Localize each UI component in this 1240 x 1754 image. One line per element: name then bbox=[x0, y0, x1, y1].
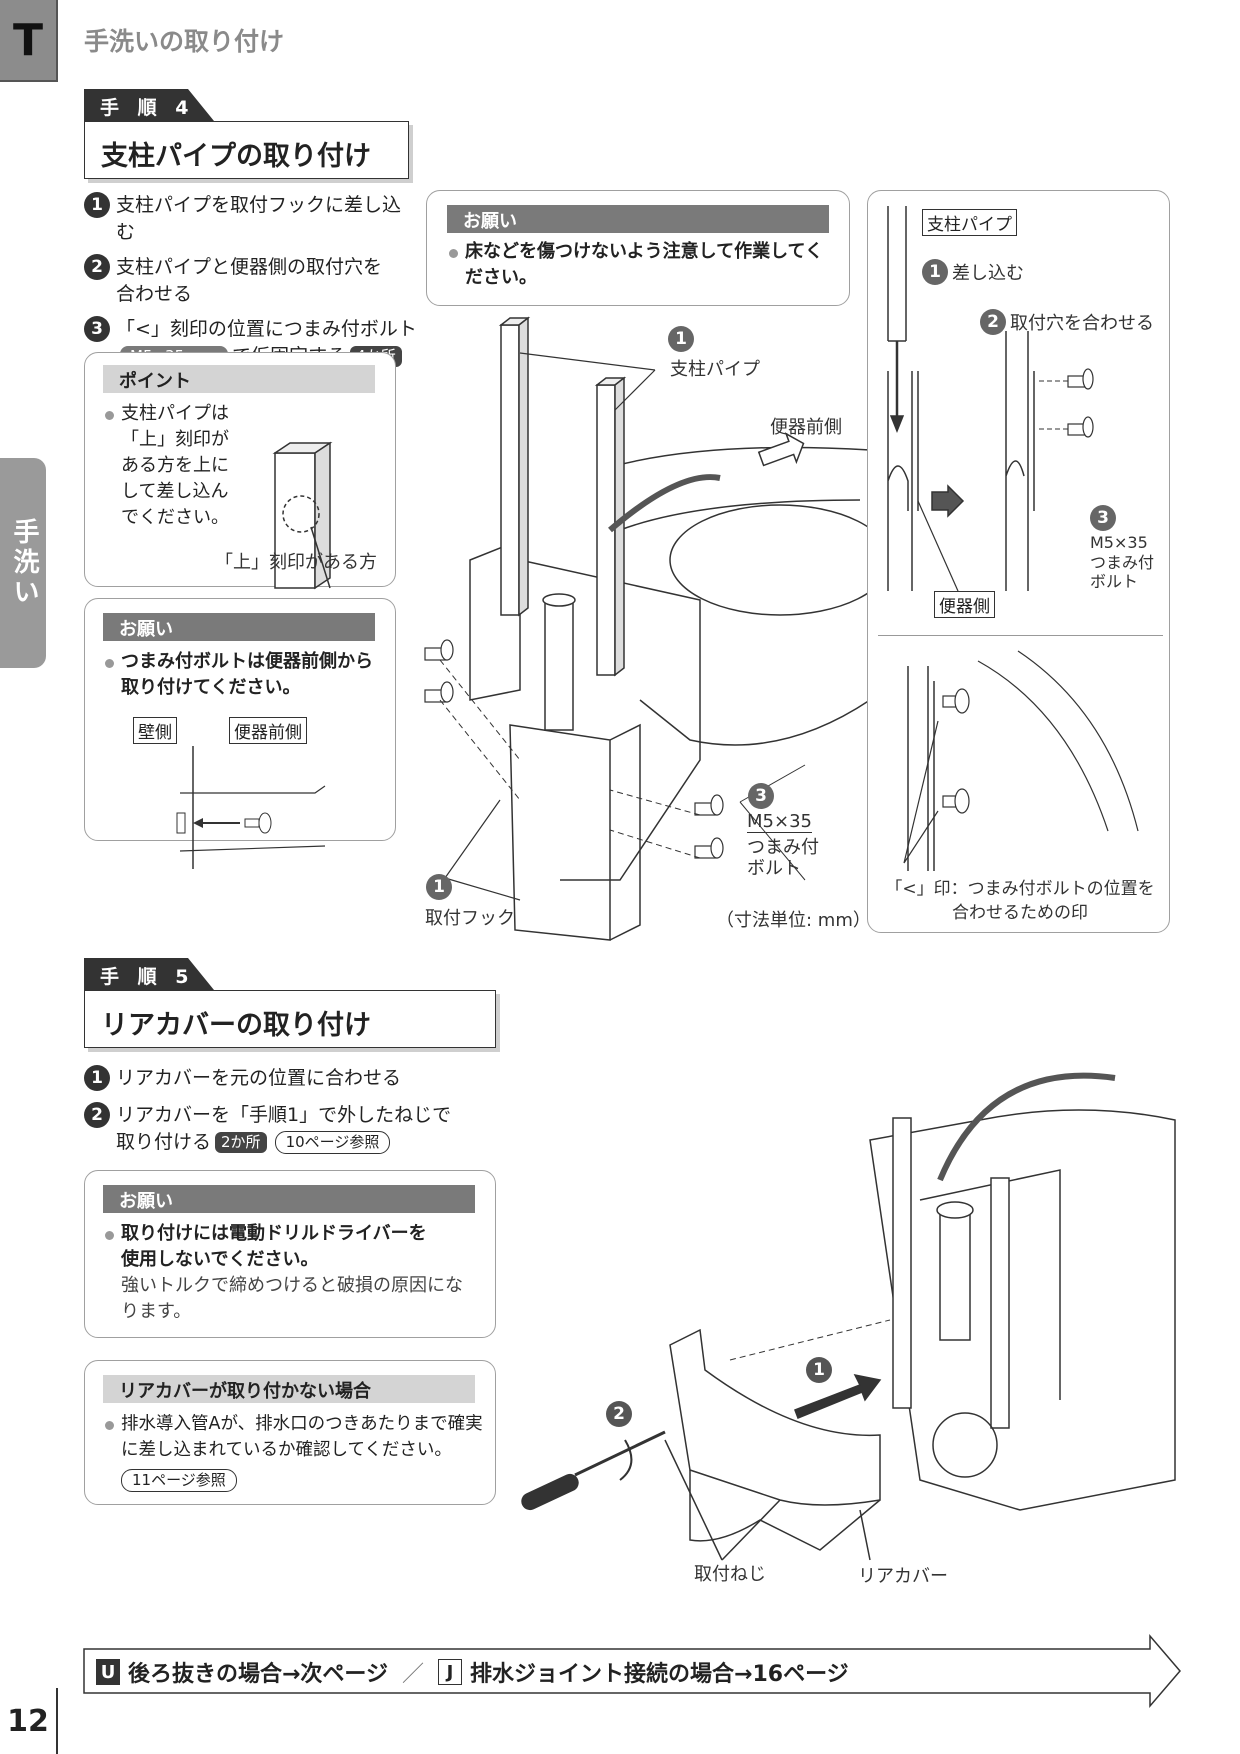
trouble-heading: リアカバーが取り付かない場合 bbox=[103, 1375, 475, 1403]
instruction-text: 取り付ける bbox=[116, 1131, 212, 1153]
callout-number: 2 bbox=[980, 309, 1006, 335]
mark-callout: 「上」刻印がある方 bbox=[215, 552, 377, 573]
hook-label: 取付フック bbox=[425, 908, 515, 929]
pipe-label: 支柱パイプ bbox=[670, 359, 760, 380]
instruction-text: 支柱パイプを取付フックに差し込む bbox=[116, 194, 402, 243]
callout-number: 3 bbox=[748, 783, 774, 809]
badge-j: J bbox=[438, 1659, 463, 1685]
request-heading: お願い bbox=[103, 613, 375, 641]
step5-tag: 手 順 5 bbox=[84, 958, 214, 990]
page-title: 手洗いの取り付け bbox=[84, 27, 285, 56]
callout-number: 3 bbox=[1090, 505, 1116, 531]
pipe-label: 支柱パイプ bbox=[922, 209, 1017, 236]
point-heading: ポイント bbox=[103, 365, 375, 393]
trouble-box: リアカバーが取り付かない場合 排水導入管Aが、排水口のつきあたりまで確実に差し込… bbox=[84, 1360, 496, 1505]
separator: ／ bbox=[402, 1662, 425, 1687]
request-heading: お願い bbox=[103, 1185, 475, 1213]
bolt-label: つまみ付ボルト bbox=[747, 837, 819, 879]
request-heading: お願い bbox=[447, 205, 829, 233]
point-text: 支柱パイプは「上」刻印がある方を上にして差し込んでください。 bbox=[103, 401, 243, 531]
instruction-text: 支柱パイプと便器側の取付穴を合わせる bbox=[116, 256, 383, 305]
insert-label: 差し込む bbox=[952, 263, 1024, 284]
request-subtext: 強いトルクで締めつけると破損の原因になります。 bbox=[121, 1275, 463, 1322]
detail-figure-box: 支柱パイプ 1 差し込む 2 取付穴を合わせる 3 M5×35 つまみ付ボルト … bbox=[867, 190, 1170, 933]
callout-number: 1 bbox=[668, 326, 694, 352]
request-text: 取り付けには電動ドリルドライバーを使用しないでください。 bbox=[103, 1221, 433, 1273]
mark-note: 「<」印：つまみ付ボルトの位置を合わせるための印 bbox=[885, 879, 1155, 923]
link-drain-joint[interactable]: 排水ジョイント接続の場合→16ページ bbox=[470, 1662, 849, 1687]
pipe-mark-illustration bbox=[272, 441, 333, 590]
request-box-drill: お願い 取り付けには電動ドリルドライバーを使用しないでください。 強いトルクで締… bbox=[84, 1170, 496, 1338]
detail-illustration bbox=[887, 206, 1139, 871]
step4-tag: 手 順 4 bbox=[84, 89, 214, 121]
bolt-size-label: M5×35 bbox=[747, 811, 812, 833]
step4-title: 支柱パイプの取り付け bbox=[84, 121, 409, 179]
count-badge: 2か所 bbox=[215, 1132, 267, 1153]
step-number: 1 bbox=[84, 1065, 110, 1091]
bolt-direction-illustration bbox=[176, 746, 326, 869]
request-box-bolt: お願い つまみ付ボルトは便器前側から取り付けてください。 壁側 便器前側 bbox=[84, 598, 396, 869]
instruction-item: 1 リアカバーを元の位置に合わせる bbox=[84, 1065, 484, 1092]
page-ref: 10ページ参照 bbox=[274, 1131, 391, 1154]
callout-number: 1 bbox=[806, 1357, 832, 1383]
front-label: 便器前側 bbox=[770, 417, 842, 438]
request-text: 床などを傷つけないよう注意して作業してください。 bbox=[447, 239, 832, 291]
section-tab-letter: T bbox=[0, 0, 58, 82]
detail-divider bbox=[878, 635, 1163, 636]
side-tab-label: 手洗い bbox=[0, 458, 46, 668]
footer-navigation: U 後ろ抜きの場合→次ページ ／ J 排水ジョイント接続の場合→16ページ bbox=[96, 1656, 849, 1688]
request-text: つまみ付ボルトは便器前側から取り付けてください。 bbox=[103, 649, 378, 701]
page-ref: 11ページ参照 bbox=[121, 1469, 237, 1492]
step5-instructions: 1 リアカバーを元の位置に合わせる 2 リアカバーを「手順1」で外したねじで 取り… bbox=[84, 1065, 484, 1156]
callout-number: 1 bbox=[922, 259, 948, 285]
unit-note: （寸法単位: mm） bbox=[716, 910, 871, 931]
step-number: 2 bbox=[84, 254, 110, 280]
cover-label: リアカバー bbox=[858, 1566, 948, 1587]
link-back-exit[interactable]: 後ろ抜きの場合→次ページ bbox=[128, 1662, 388, 1687]
screw-label: 取付ねじ bbox=[694, 1564, 766, 1585]
step5-title: リアカバーの取り付け bbox=[84, 990, 496, 1048]
step-number: 1 bbox=[84, 192, 110, 218]
instruction-text: 「<」刻印の位置につまみ付ボルト bbox=[116, 318, 417, 340]
bolt-label: つまみ付ボルト bbox=[1090, 553, 1155, 591]
step-number: 3 bbox=[84, 316, 110, 342]
front-side-label: 便器前側 bbox=[229, 717, 307, 744]
instruction-text: リアカバーを元の位置に合わせる bbox=[116, 1067, 402, 1089]
badge-u: U bbox=[96, 1659, 120, 1685]
request-box-floor: お願い 床などを傷つけないよう注意して作業してください。 bbox=[426, 190, 850, 306]
point-box: ポイント 支柱パイプは「上」刻印がある方を上にして差し込んでください。 「上」刻… bbox=[84, 352, 396, 590]
instruction-text: リアカバーを「手順1」で外したねじで bbox=[116, 1104, 452, 1126]
step-number: 2 bbox=[84, 1102, 110, 1128]
toilet-side-label: 便器側 bbox=[934, 591, 995, 618]
align-holes-label: 取付穴を合わせる bbox=[1010, 313, 1154, 334]
side-tab-text: 手洗い bbox=[8, 518, 39, 608]
wall-side-label: 壁側 bbox=[133, 717, 177, 744]
trouble-text: 排水導入管Aが、排水口のつきあたりまで確実に差し込まれているか確認してください。 bbox=[103, 1411, 488, 1463]
callout-number: 1 bbox=[426, 874, 452, 900]
bolt-size-label: M5×35 bbox=[1090, 533, 1148, 552]
page-number: 12 bbox=[0, 1688, 58, 1754]
callout-number: 2 bbox=[606, 1401, 632, 1427]
